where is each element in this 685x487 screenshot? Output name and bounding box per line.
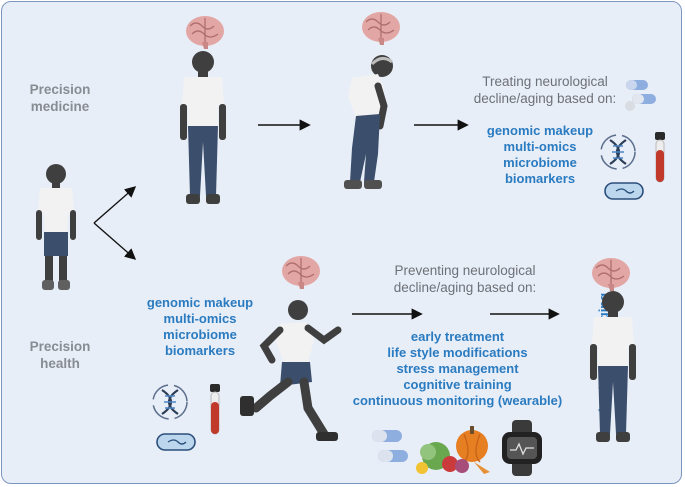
blood-tube-icon [210, 384, 220, 435]
elderly-figure [344, 55, 393, 189]
health-heading-line-1: Preventing neurological [394, 263, 536, 278]
blood-tube-icon [655, 132, 665, 183]
precision-medicine-line-1: Precision [29, 82, 91, 97]
health-factor-multiomics: multi-omics [163, 311, 237, 326]
medicine-heading-line-1: Treating neurological [482, 74, 608, 89]
precision-medicine-label: Precision medicine [20, 81, 100, 115]
smartwatch-icon [502, 420, 542, 476]
brain-icon [362, 12, 400, 45]
child-figure [36, 164, 76, 290]
intervention-monitoring: continuous monitoring (wearable) [352, 393, 563, 408]
healthy-adult-figure [590, 291, 636, 442]
petri-dish-icon [156, 433, 196, 451]
health-factor-biomarkers: biomarkers [164, 343, 236, 358]
precision-medicine-line-2: medicine [30, 99, 90, 114]
petri-dish-icon [604, 182, 644, 200]
intervention-list: early treatment life style modifications… [335, 329, 580, 409]
health-factor-microbiome: microbiome [163, 327, 237, 342]
precision-health-label: Precision health [20, 338, 100, 372]
vegetables-icon [416, 426, 490, 474]
medicine-factor-biomarkers: biomarkers [504, 171, 576, 186]
health-factor-genomic: genomic makeup [146, 295, 254, 310]
medicine-factor-multiomics: multi-omics [503, 139, 577, 154]
health-heading: Preventing neurological decline/aging ba… [360, 262, 570, 296]
medicine-factor-microbiome: microbiome [503, 155, 577, 170]
medicine-heading-line-2: decline/aging based on: [473, 91, 617, 106]
pills-icon [625, 80, 656, 111]
dna-icon [600, 134, 636, 170]
arrow-icon [93, 222, 137, 260]
brain-icon [282, 256, 320, 289]
health-factor-list: genomic makeup multi-omics microbiome bi… [130, 295, 270, 359]
health-heading-line-2: decline/aging based on: [393, 280, 537, 295]
runner-figure [240, 300, 342, 441]
medicine-heading: Treating neurological decline/aging base… [440, 73, 650, 107]
intervention-early-treatment: early treatment [410, 329, 505, 344]
intervention-lifestyle: life style modifications [387, 345, 528, 360]
medicine-factor-list: genomic makeup multi-omics microbiome bi… [470, 123, 610, 187]
intervention-cognitive: cognitive training [403, 377, 512, 392]
brain-icon [592, 258, 630, 291]
arrow-icon [93, 186, 137, 224]
precision-health-line-2: health [40, 356, 80, 371]
adult-figure [180, 51, 226, 204]
pills-icon [372, 430, 408, 462]
precision-health-line-1: Precision [29, 339, 91, 354]
intervention-stress: stress management [396, 361, 519, 376]
medicine-factor-genomic: genomic makeup [486, 123, 594, 138]
brain-icon [186, 16, 224, 49]
dna-icon [152, 384, 188, 420]
